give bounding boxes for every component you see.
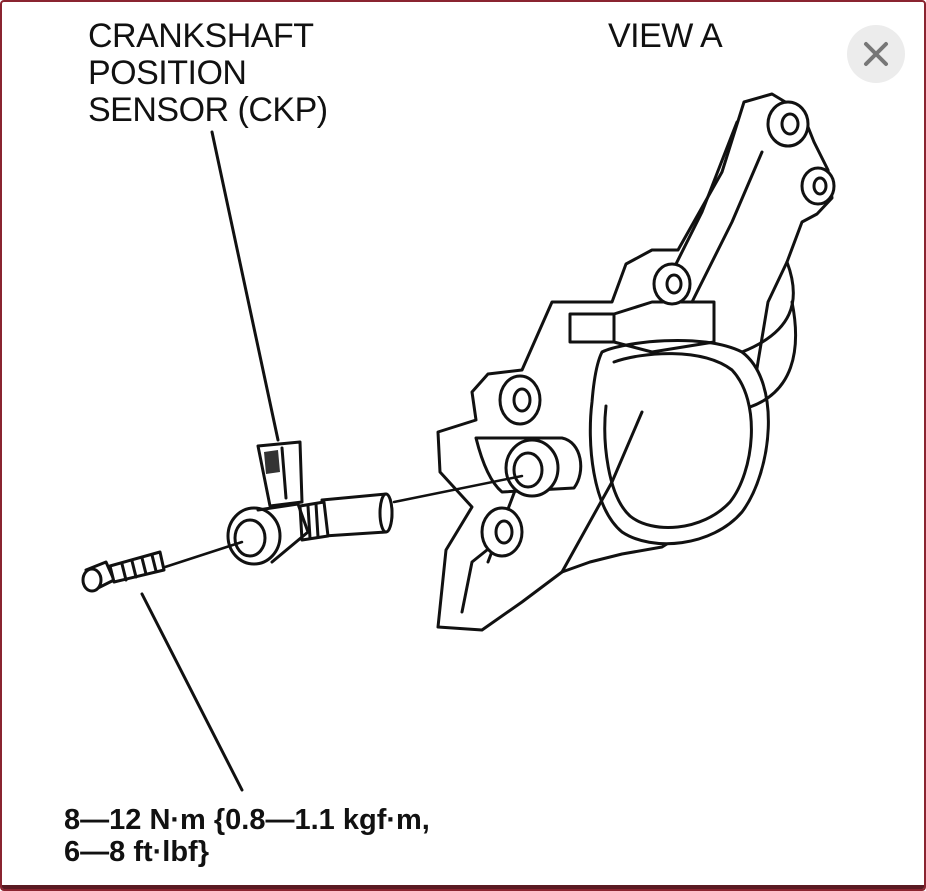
bolt-axis-line (160, 540, 244, 570)
close-icon (864, 42, 888, 66)
ckp-sensor (226, 440, 394, 566)
sensor-label-line: POSITION (88, 54, 247, 92)
sensor-label-line: CRANKSHAFT (88, 17, 314, 55)
sensor-axis-line (392, 474, 524, 504)
mounting-bolt (81, 550, 166, 593)
close-button[interactable] (847, 25, 905, 83)
ckp-sensor-label: CRANKSHAFT POSITION SENSOR (CKP) (88, 18, 328, 129)
view-label: VIEW A (608, 17, 723, 55)
engine-cover-bracket (436, 92, 836, 632)
sensor-leader-line (210, 130, 280, 442)
frame-bottom-edge (2, 885, 924, 889)
sensor-label-line: SENSOR (CKP) (88, 91, 328, 129)
torque-spec-line: 6—8 ft·lbf} (64, 836, 209, 868)
torque-spec-label: 8—12 N·m {0.8—1.1 kgf·m, 6—8 ft·lbf} (64, 804, 430, 868)
bolt-leader-line (140, 592, 244, 792)
torque-spec-line: 8—12 N·m {0.8—1.1 kgf·m, (64, 804, 430, 836)
